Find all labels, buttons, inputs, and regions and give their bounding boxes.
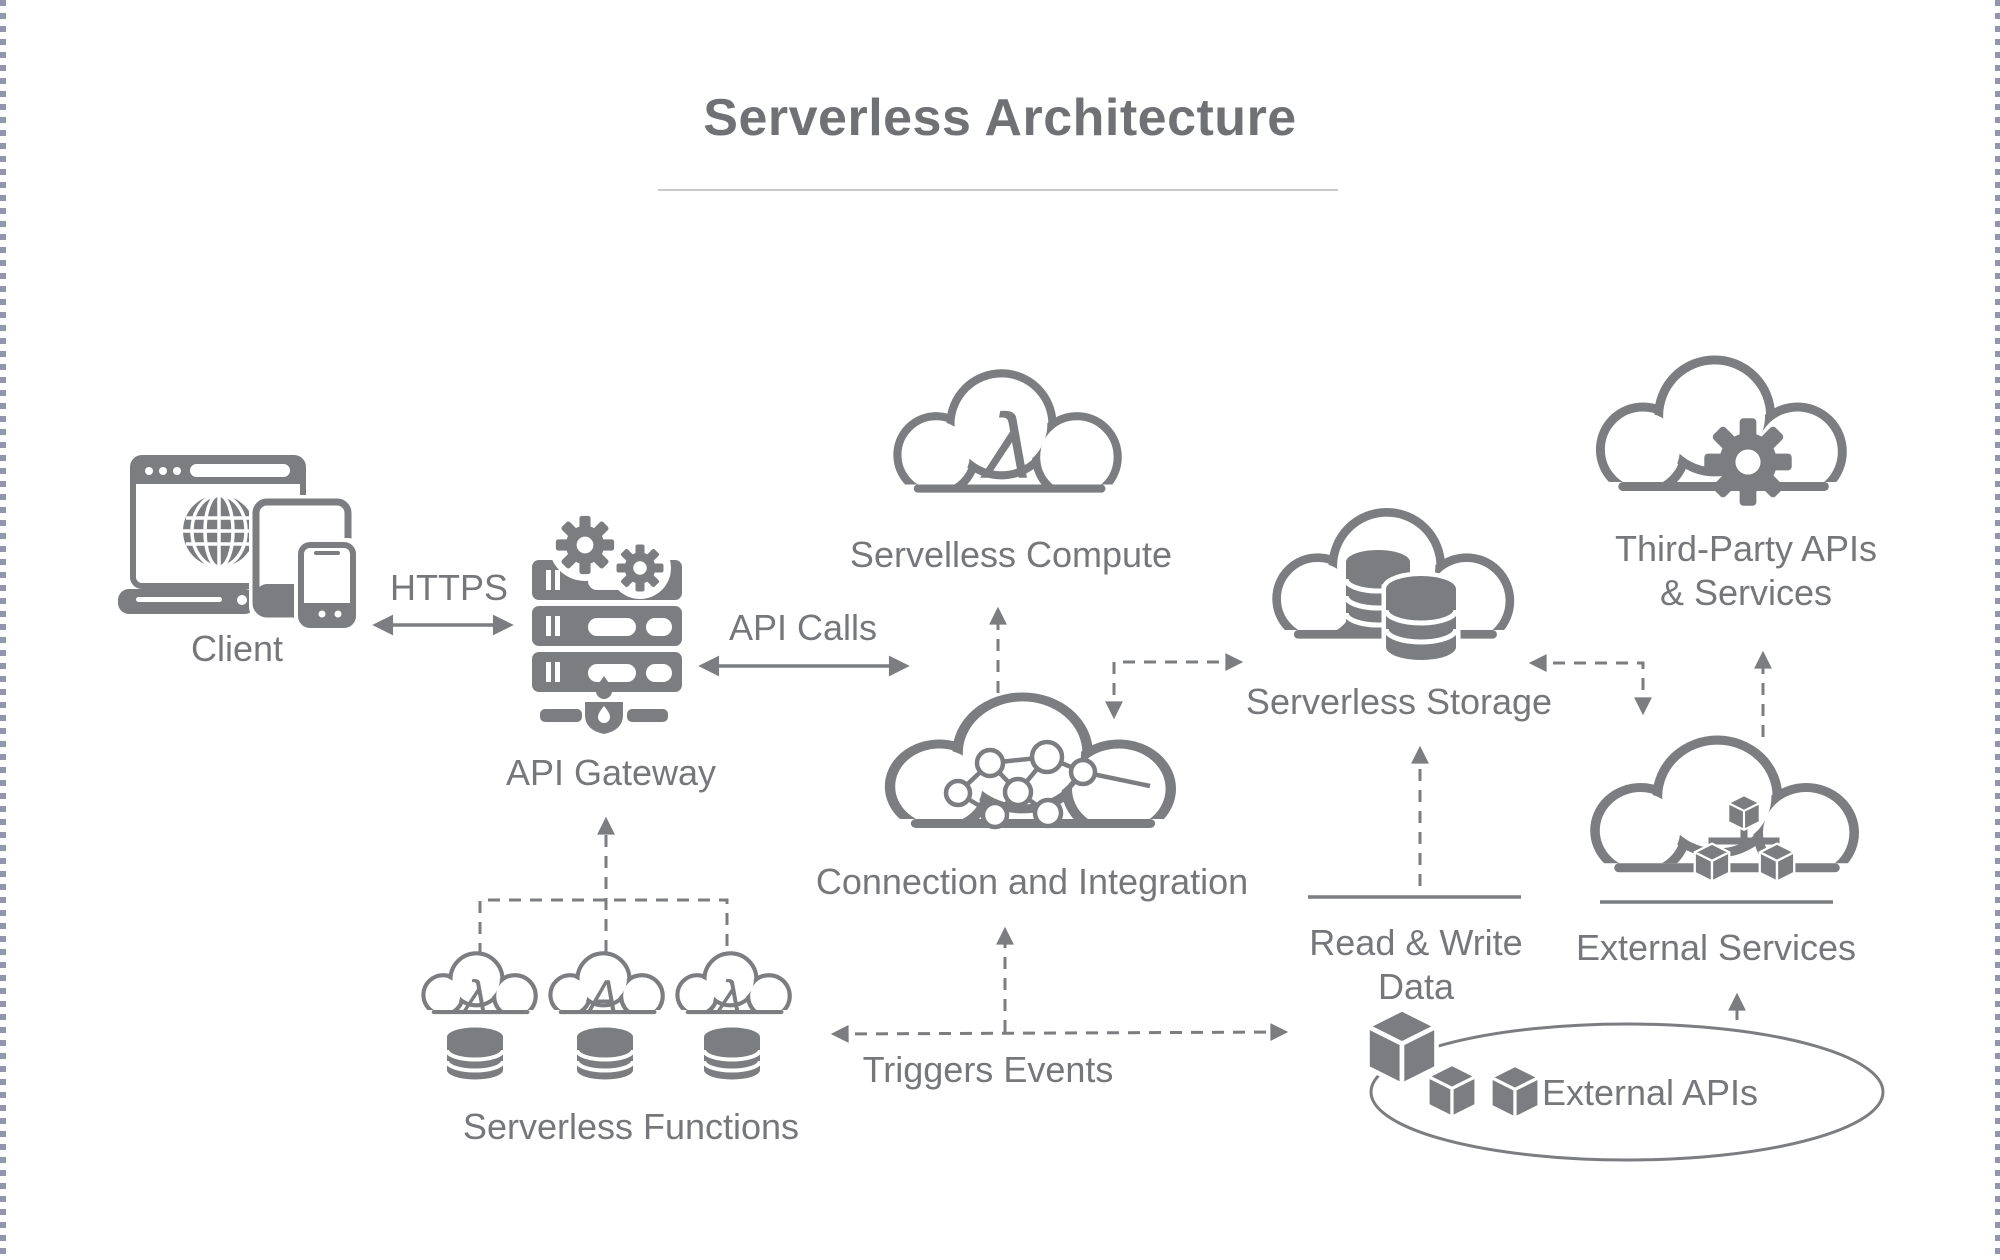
database-stack-icon	[1343, 550, 1461, 665]
external-apis-label: External APIs	[1541, 1072, 1759, 1113]
database-icon	[575, 1025, 635, 1082]
dotted-border-left	[0, 0, 6, 1260]
lambda-icon: A	[587, 972, 619, 1021]
third-party-cloud-icon	[1582, 360, 1864, 516]
laptop-base-icon	[118, 589, 256, 614]
external-services-label: External Services	[1575, 927, 1857, 968]
read-write-data-label: Read & Write Data	[1309, 921, 1522, 1009]
https-label: HTTPS	[389, 567, 509, 608]
lambda-icon: λ	[463, 972, 490, 1021]
serverless-functions-label: Serverless Functions	[462, 1106, 800, 1147]
page-title: Serverless Architecture	[703, 89, 1297, 147]
serverless-compute-label: Servelless Compute	[849, 534, 1173, 575]
serverless-storage-cloud-icon	[1259, 512, 1531, 662]
lambda-icon: λ	[980, 396, 1036, 499]
phone-icon	[294, 538, 360, 632]
database-icon	[445, 1025, 505, 1082]
connection-storage-connector	[1105, 653, 1244, 720]
api-calls-label: API Calls	[728, 607, 878, 648]
client-label: Client	[190, 628, 284, 669]
cubes-icon	[1693, 794, 1796, 883]
functions-bracket-connector	[478, 898, 729, 955]
globe-icon	[183, 493, 255, 569]
serverless-storage-label: Serverless Storage	[1245, 681, 1553, 722]
serverless-functions-icons: λ A λ	[415, 953, 800, 1082]
network-graph-icon	[943, 739, 1151, 830]
serverless-compute-cloud-icon: λ	[881, 373, 1138, 515]
connection-integration-label: Connection and Integration	[815, 861, 1249, 902]
connection-integration-cloud-icon	[869, 697, 1197, 853]
storage-external-services-connector	[1528, 654, 1652, 716]
shield-drop-icon	[540, 676, 668, 734]
client-icon	[118, 455, 360, 632]
read-write-line2: Data	[1377, 966, 1455, 1007]
triggers-events-line	[830, 1023, 1289, 1043]
third-party-label-line1: Third-Party APIs	[1614, 528, 1878, 569]
database-icon	[702, 1025, 762, 1082]
lambda-icon: λ	[717, 972, 744, 1021]
api-gateway-icon	[532, 509, 682, 734]
cubes-icon	[1368, 1009, 1541, 1120]
read-write-line1: Read & Write	[1309, 922, 1523, 963]
gear-icon	[1704, 418, 1792, 506]
third-party-label: Third-Party APIs & Services	[1615, 527, 1877, 615]
dashed-connectors	[478, 606, 1772, 1043]
gear-icon	[549, 509, 671, 599]
external-apis-ellipse	[1368, 1009, 1885, 1162]
third-party-label-line2: & Services	[1659, 572, 1833, 613]
api-gateway-label: API Gateway	[505, 752, 717, 793]
title-underline	[658, 189, 1338, 191]
dotted-border-right	[1995, 0, 2000, 1260]
triggers-events-label: Triggers Events	[862, 1049, 1114, 1090]
external-services-cloud-icon	[1576, 740, 1878, 904]
